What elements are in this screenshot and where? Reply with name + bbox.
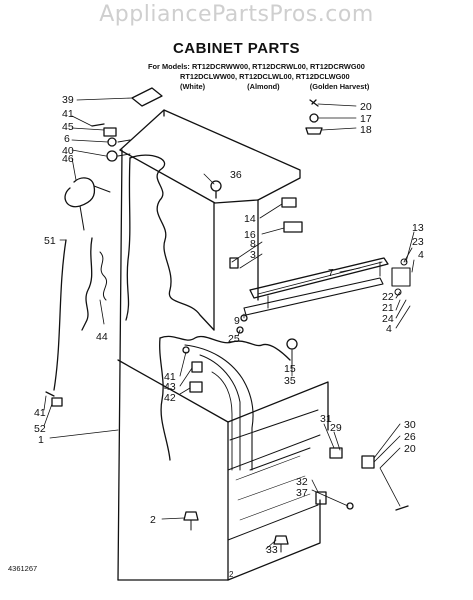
part-41-screw <box>91 123 105 127</box>
part-8 <box>229 257 239 269</box>
color-golden-harvest: (Golden Harvest) <box>309 82 370 91</box>
part-30 <box>361 455 375 469</box>
part-45 <box>103 127 117 137</box>
callout-44: 44 <box>96 331 108 343</box>
part-42 <box>189 381 203 393</box>
power-cord <box>81 237 93 331</box>
color-white: (White) <box>180 82 206 91</box>
part-6 <box>107 137 117 147</box>
crossbar-7 <box>249 257 389 299</box>
watermark: AppliancePartsPros.com <box>99 2 374 27</box>
callout-17: 17 <box>360 113 372 125</box>
part-37 <box>346 502 354 510</box>
page-number: 2 <box>229 570 234 579</box>
part-16 <box>283 221 303 233</box>
color-almond: (Almond) <box>247 82 280 91</box>
models-list-1: RT12DCRWW00, RT12DCRWL00, RT12DCRWG00 <box>191 62 365 71</box>
part-20-bottom <box>395 505 409 511</box>
callout-7: 7 <box>328 267 334 279</box>
callout-43: 43 <box>164 381 176 393</box>
part-41-bottom <box>45 391 55 397</box>
part-39 <box>131 87 163 107</box>
callout-13: 13 <box>412 222 424 234</box>
part-52 <box>51 397 63 407</box>
callout-26: 26 <box>404 431 416 443</box>
liner-hump <box>184 344 254 471</box>
cabinet-cutaway-upper <box>129 154 215 331</box>
callout-22: 22 <box>382 291 394 303</box>
callout-20-bottom: 20 <box>404 443 416 455</box>
callout-3: 3 <box>250 249 256 261</box>
callout-15: 15 <box>284 363 296 375</box>
cabinet-left-wall <box>117 149 123 581</box>
callout-16: 16 <box>244 229 256 241</box>
part-17 <box>309 113 319 123</box>
callout-37: 37 <box>296 487 308 499</box>
callout-36: 36 <box>230 169 242 181</box>
models-list-2: RT12DCLWW00, RT12DCLWL00, RT12DCLWG00 <box>180 72 350 81</box>
callout-20-top: 20 <box>360 101 372 113</box>
part-20-top <box>309 99 319 107</box>
callout-14: 14 <box>244 213 256 225</box>
cord-51 <box>53 239 67 391</box>
callout-25: 25 <box>228 333 240 345</box>
callout-40: 40 <box>62 145 74 157</box>
cabinet-top <box>119 109 301 201</box>
diagram-title: CABINET PARTS <box>172 40 301 57</box>
part-31 <box>329 447 343 459</box>
callout-32: 32 <box>296 476 308 488</box>
callout-6: 6 <box>64 133 70 145</box>
callout-9: 9 <box>234 315 240 327</box>
leveling-leg-2 <box>183 511 199 521</box>
callout-21: 21 <box>382 302 394 314</box>
cabinet-cutaway-lower <box>159 335 291 361</box>
callout-51: 51 <box>44 235 56 247</box>
callout-31: 31 <box>320 413 332 425</box>
callout-41-left: 41 <box>34 407 46 419</box>
part-14 <box>281 197 297 208</box>
models-line-1: For Models: RT12DCRWW00, RT12DCRWL00, RT… <box>148 62 365 72</box>
leader-lines <box>43 97 415 550</box>
models-prefix: For Models: <box>148 62 190 71</box>
callout-35: 35 <box>284 375 296 387</box>
callout-24: 24 <box>382 313 394 325</box>
callout-46: 46 <box>62 153 74 165</box>
part-15 <box>286 338 298 350</box>
part-25 <box>236 326 244 334</box>
hinge-bracket <box>391 267 411 287</box>
callout-42: 42 <box>164 392 176 404</box>
callout-39: 39 <box>62 94 74 106</box>
part-43 <box>191 361 203 373</box>
callout-2: 2 <box>150 514 156 526</box>
callout-41-top: 41 <box>62 108 74 120</box>
rail <box>243 277 384 316</box>
callout-4-bottom: 4 <box>386 323 392 335</box>
models-colors: (White) (Almond) (Golden Harvest) <box>180 82 369 92</box>
part-32 <box>315 491 327 505</box>
callout-18: 18 <box>360 124 372 136</box>
callout-23: 23 <box>412 236 424 248</box>
part-40 <box>106 150 118 162</box>
drain-tube-46 <box>64 177 96 208</box>
document-number: 4361267 <box>8 564 38 573</box>
callout-8: 8 <box>250 238 256 250</box>
callout-30: 30 <box>404 419 416 431</box>
callout-4-top: 4 <box>418 249 424 261</box>
callout-33: 33 <box>266 544 278 556</box>
base-pan <box>227 409 321 541</box>
part-18 <box>305 127 323 135</box>
callout-29: 29 <box>330 422 342 434</box>
callout-52: 52 <box>34 423 46 435</box>
callout-45: 45 <box>62 121 74 133</box>
callout-41-mid: 41 <box>164 371 176 383</box>
callout-1: 1 <box>38 434 44 446</box>
